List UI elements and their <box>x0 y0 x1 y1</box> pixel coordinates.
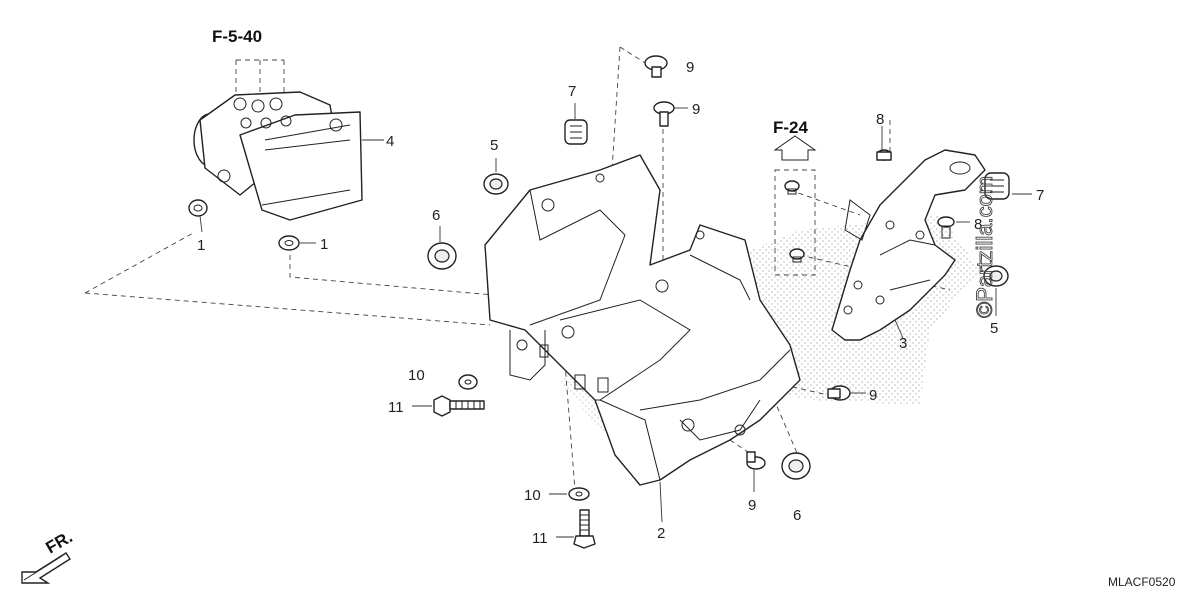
callout-7b: 7 <box>1036 187 1044 204</box>
part-washer-10a[interactable] <box>458 374 478 390</box>
part-bracket[interactable] <box>831 149 986 341</box>
arrow-up-icon <box>773 135 817 161</box>
part-abs-modulator[interactable] <box>193 91 363 221</box>
callout-9d: 9 <box>748 497 756 514</box>
part-screw-8b[interactable] <box>937 216 955 239</box>
callout-9b: 9 <box>692 101 700 118</box>
front-label: FR. <box>43 527 76 557</box>
callout-10a: 10 <box>408 367 425 384</box>
callout-11b: 11 <box>532 530 548 547</box>
callout-3: 3 <box>899 335 907 352</box>
callout-8b: 8 <box>974 216 982 233</box>
callout-5b: 5 <box>990 320 998 337</box>
callout-2: 2 <box>657 525 665 542</box>
ref-f-24[interactable]: F-24 <box>773 118 809 137</box>
part-grommet-6b[interactable] <box>781 452 811 480</box>
part-grommet-6a[interactable] <box>427 242 457 270</box>
part-bolt-9b[interactable] <box>653 101 675 127</box>
callout-9c: 9 <box>869 387 877 404</box>
part-bolt-9a[interactable] <box>644 55 668 78</box>
part-mount-stay[interactable] <box>484 154 801 486</box>
part-damper-7b[interactable] <box>984 172 1010 200</box>
callout-7a: 7 <box>568 83 576 100</box>
callout-6b: 6 <box>793 507 801 524</box>
diagram-code: MLACF0520 <box>1108 575 1176 589</box>
callout-4: 4 <box>386 133 394 150</box>
part-screw-8a[interactable] <box>876 149 892 161</box>
callout-1a: 1 <box>197 237 205 254</box>
callout-11a: 11 <box>388 399 404 416</box>
part-hex-bolt-11a[interactable] <box>433 395 485 417</box>
callout-5a: 5 <box>490 137 498 154</box>
part-hex-bolt-11b[interactable] <box>573 509 596 549</box>
part-grommet-5a[interactable] <box>483 173 509 195</box>
part-bolt-9d[interactable] <box>746 451 766 470</box>
callout-1b: 1 <box>320 236 328 253</box>
front-arrow-icon <box>21 552 71 584</box>
part-washer-10b[interactable] <box>568 487 590 501</box>
part-grommet-1a[interactable] <box>188 199 208 217</box>
part-f24-screw-b <box>789 248 805 263</box>
callout-8a: 8 <box>876 111 884 128</box>
part-f24-screw-a <box>784 180 800 195</box>
callout-6a: 6 <box>432 207 440 224</box>
watermark: ©Partzilla.com <box>972 176 997 318</box>
ref-f-5-40[interactable]: F-5-40 <box>212 27 262 46</box>
part-damper-7a[interactable] <box>564 119 588 145</box>
part-grommet-5b[interactable] <box>983 265 1009 287</box>
part-grommet-1b[interactable] <box>278 235 300 251</box>
callout-10b: 10 <box>524 487 541 504</box>
callout-9a: 9 <box>686 59 694 76</box>
